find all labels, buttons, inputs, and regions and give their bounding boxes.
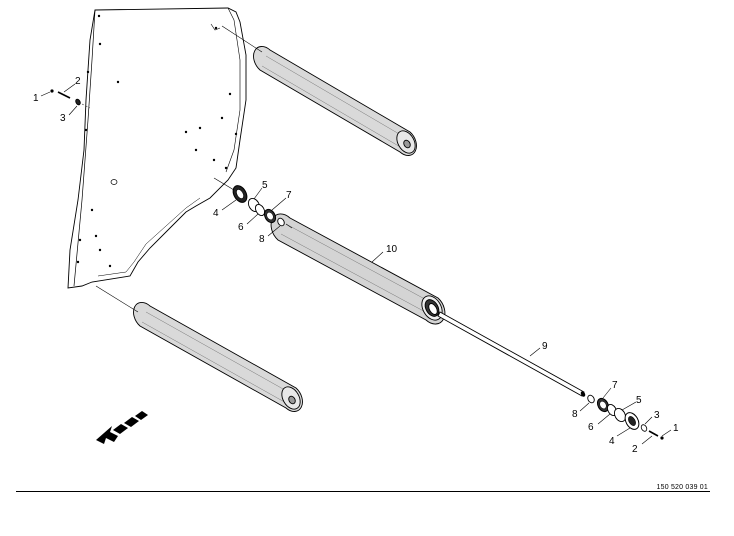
callout-9: 9 bbox=[542, 341, 548, 352]
callout-6-right: 6 bbox=[588, 422, 594, 433]
bolt-2-right bbox=[648, 430, 659, 437]
left-bearing-stack bbox=[213, 177, 293, 229]
callout-5-right: 5 bbox=[636, 395, 642, 406]
callout-10: 10 bbox=[386, 244, 398, 255]
callout-3-right: 3 bbox=[654, 410, 660, 421]
nut-1-left bbox=[50, 89, 54, 93]
callout-1-right: 1 bbox=[673, 423, 679, 434]
lower-roller bbox=[95, 285, 303, 412]
callout-8-left: 8 bbox=[259, 234, 265, 245]
center-roller bbox=[270, 213, 446, 325]
ring-8-left bbox=[277, 217, 285, 227]
callout-3-left: 3 bbox=[60, 113, 66, 124]
washer-3-left bbox=[75, 98, 81, 106]
right-bearing-stack bbox=[587, 394, 664, 440]
washer-3-right bbox=[640, 424, 648, 432]
callout-1-left: 1 bbox=[33, 93, 39, 104]
callout-2-left: 2 bbox=[75, 76, 81, 87]
ring-6-left bbox=[254, 203, 266, 217]
footer-rule bbox=[16, 491, 710, 492]
ring-8-right bbox=[587, 394, 595, 404]
upper-roller bbox=[221, 25, 417, 156]
callout-labels: 1 2 3 4 5 6 7 8 10 9 7 8 5 6 3 4 1 2 bbox=[33, 76, 679, 455]
callout-7-right: 7 bbox=[612, 380, 618, 391]
document-number: 150 520 039 01 bbox=[656, 484, 708, 491]
callout-5-left: 5 bbox=[262, 180, 268, 191]
travel-direction-arrow-icon bbox=[96, 411, 148, 444]
leader-lines bbox=[40, 83, 672, 445]
upper-left-fastener-group bbox=[50, 89, 91, 109]
callout-4-right: 4 bbox=[609, 436, 615, 447]
callout-4-left: 4 bbox=[213, 208, 219, 219]
shaft bbox=[437, 311, 586, 397]
ring-5-right bbox=[613, 407, 627, 423]
callout-8-right: 8 bbox=[572, 409, 578, 420]
nut-1-right bbox=[660, 436, 664, 440]
callout-2-right: 2 bbox=[632, 444, 638, 455]
side-frame-plate bbox=[67, 7, 247, 289]
callout-7-left: 7 bbox=[286, 190, 292, 201]
bolt-2-left bbox=[57, 91, 71, 99]
callout-6-left: 6 bbox=[238, 222, 244, 233]
